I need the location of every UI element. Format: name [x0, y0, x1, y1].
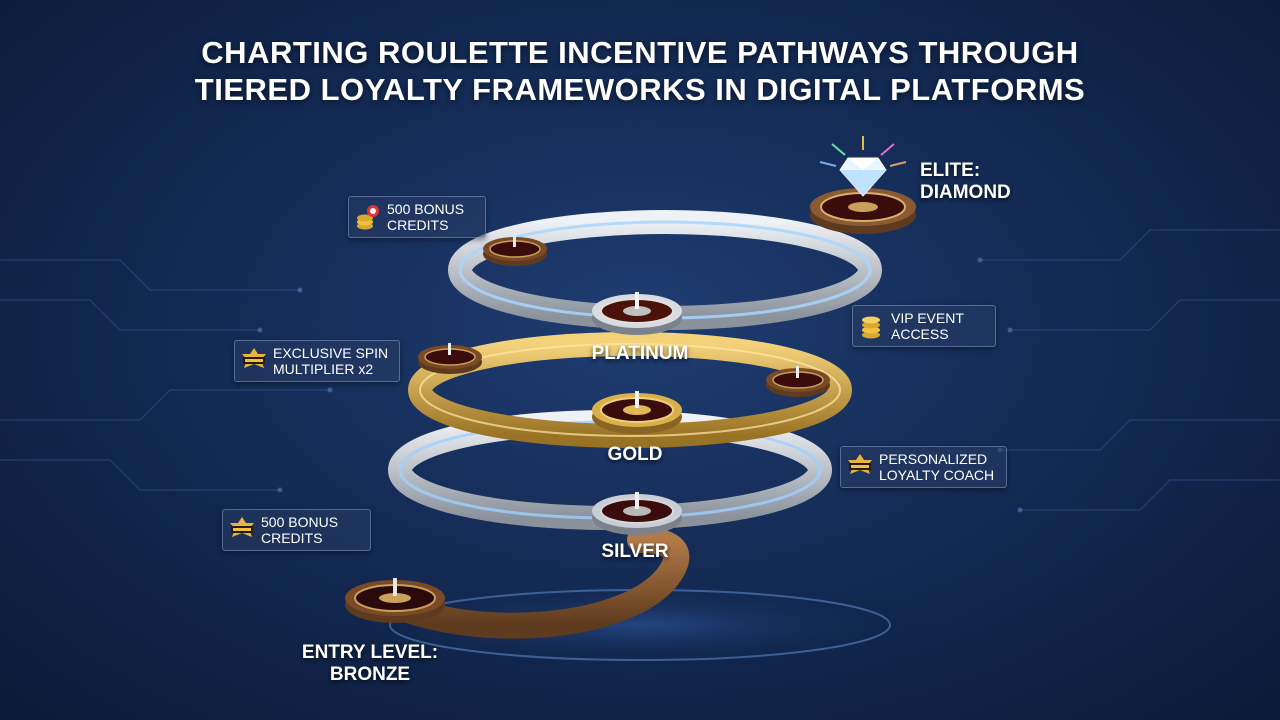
base-glow — [340, 580, 940, 670]
callout-vip-event-access: VIP EVENT ACCESS — [852, 305, 996, 347]
callout-vip-line-1: VIP EVENT — [891, 310, 964, 326]
page-title: CHARTING ROULETTE INCENTIVE PATHWAYS THR… — [0, 34, 1280, 108]
tier-bronze-line-2: BRONZE — [329, 664, 411, 685]
callout-coach-text: PERSONALIZED LOYALTY COACH — [879, 451, 994, 483]
tier-platinum-text: PLATINUM — [591, 343, 689, 364]
coin-stack-icon — [357, 205, 379, 230]
bonus-badge-icon — [242, 348, 266, 368]
callout-coach-line-1: PERSONALIZED — [879, 451, 988, 467]
callout-bonus-bottom-line-2: CREDITS — [261, 530, 323, 546]
callout-bonus-bottom-text: 500 BONUS CREDITS — [261, 514, 338, 546]
bonus-badge-icon — [848, 454, 872, 474]
callout-multiplier-text: EXCLUSIVE SPIN MULTIPLIER x2 — [273, 345, 388, 377]
roulette-wheel-platinum — [592, 292, 682, 335]
callout-coach-line-2: LOYALTY COACH — [879, 467, 995, 483]
callout-vip-line-2: ACCESS — [891, 326, 949, 342]
callout-bonus-credits-top: 500 BONUS CREDITS — [348, 196, 486, 238]
tier-diamond-line-1: ELITE: — [920, 160, 981, 181]
tier-label-gold: GOLD — [585, 444, 685, 466]
callout-vip-text: VIP EVENT ACCESS — [891, 310, 964, 342]
bronze-track — [382, 527, 690, 639]
tier-label-bronze: ENTRY LEVEL: BRONZE — [285, 642, 455, 686]
callout-exclusive-spin-multiplier: EXCLUSIVE SPIN MULTIPLIER x2 — [234, 340, 400, 382]
tier-label-silver: SILVER — [585, 541, 685, 563]
callout-bonus-bottom-line-1: 500 BONUS — [261, 514, 339, 530]
coin-stack-icon — [862, 316, 880, 339]
callout-multiplier-line-1: EXCLUSIVE SPIN — [273, 345, 389, 361]
roulette-wheel-silver — [592, 492, 682, 535]
diamond-icon — [819, 136, 907, 197]
callout-bonus-credits-bottom: 500 BONUS CREDITS — [222, 509, 371, 551]
roulette-wheel-gold — [592, 391, 682, 434]
bonus-badge-icon — [230, 517, 254, 537]
callout-bonus-top-text: 500 BONUS CREDITS — [387, 201, 464, 233]
tier-label-platinum: PLATINUM — [570, 343, 710, 365]
callout-bonus-top-line-2: CREDITS — [387, 217, 449, 233]
roulette-wheel-bronze — [345, 578, 445, 623]
tier-gold-text: GOLD — [607, 444, 663, 465]
roulette-wheel-gold-right — [766, 366, 830, 397]
title-line-2: TIERED LOYALTY FRAMEWORKS IN DIGITAL PLA… — [194, 72, 1086, 107]
roulette-wheel-diamond — [810, 188, 916, 234]
tier-label-diamond: ELITE: DIAMOND — [920, 160, 1011, 204]
roulette-wheel-platinum-left — [483, 235, 547, 266]
callout-bonus-top-line-1: 500 BONUS — [387, 201, 465, 217]
callout-multiplier-line-2: MULTIPLIER x2 — [273, 361, 374, 377]
callout-personalized-loyalty-coach: PERSONALIZED LOYALTY COACH — [840, 446, 1007, 488]
roulette-wheel-gold-left — [418, 343, 482, 374]
title-line-1: CHARTING ROULETTE INCENTIVE PATHWAYS THR… — [201, 35, 1079, 70]
gold-ring-highlight — [419, 343, 841, 437]
tier-silver-text: SILVER — [601, 541, 669, 562]
tier-diamond-line-2: DIAMOND — [920, 182, 1011, 203]
tier-bronze-line-1: ENTRY LEVEL: — [301, 642, 439, 663]
